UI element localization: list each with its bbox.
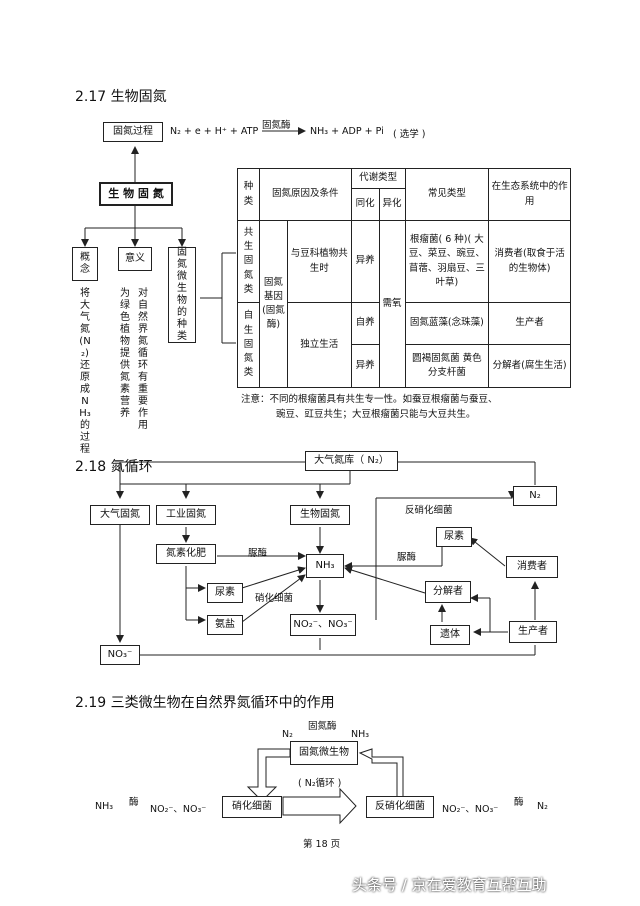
role-producer: 生产者	[488, 302, 571, 345]
section-title-2-19: 2.19 三类微生物在自然界氮循环中的作用	[75, 695, 335, 711]
watermark: 头条号 / 京在爱教育互帮互助	[352, 876, 547, 894]
header-dissimilation: 异化	[378, 188, 406, 221]
note-line-2: 豌豆、豇豆共生；大豆根瘤菌只能与大豆共生。	[276, 409, 476, 420]
nitrifying-label: 硝化细菌	[255, 593, 294, 604]
meaning-box: 意义	[118, 247, 152, 271]
enzyme-top-label: 固氮酶	[308, 721, 337, 732]
note-line-1: 注意：不同的根瘤菌具有共生专一性。如蚕豆根瘤菌与蚕豆、	[241, 394, 498, 405]
nh3-right-label: NH₃	[351, 729, 370, 740]
denitrifier-box: 反硝化细菌	[366, 796, 434, 818]
free-living-fixers: 自生固氮类	[237, 302, 260, 388]
urea-box-left: 尿素	[207, 583, 243, 603]
cycle-label: ( N₂循环 )	[298, 778, 342, 789]
section-title-2-18: 2.18 氮循环	[75, 459, 153, 475]
n2-box: N₂	[513, 486, 557, 506]
producer-box: 生产者	[509, 621, 557, 643]
microbe-types-label: 固氮微生物的种类	[177, 247, 187, 342]
nitrite-nitrate-box: NO₂⁻、NO₃⁻	[290, 614, 356, 636]
enzyme-right-label: 酶	[514, 797, 524, 808]
urease-label-1: 脲酶	[248, 548, 268, 559]
with-legume-condition: 与豆科植物共生时	[286, 220, 352, 303]
industrial-fixation-box: 工业固氮	[156, 505, 216, 525]
header-reason: 固氮原因及条件	[258, 168, 352, 221]
n2-left-label: N₂	[282, 729, 293, 740]
heterotroph-2: 异养	[350, 344, 380, 388]
equation-products: NH₃ + ADP + Pi	[310, 126, 384, 137]
azotobacter: 圆褐固氮菌 黄色分支杆菌	[404, 344, 490, 388]
cyanobacteria: 固氮蓝藻(念珠藻)	[404, 302, 490, 345]
header-assimilation: 同化	[350, 188, 380, 221]
nitrogen-fixer-box: 固氮微生物	[290, 741, 358, 765]
nh3-box: NH₃	[306, 554, 344, 578]
nitrite-nitrate-left: NO₂⁻、NO₃⁻	[150, 804, 207, 815]
ammonium-box: 氨盐	[207, 615, 243, 635]
biological-fixation-node: 生物固氮	[290, 505, 350, 525]
concept-description: 将大气氮(N₂)还原成NH₃的过程	[79, 288, 91, 455]
nh3-left-label: NH₃	[95, 801, 114, 812]
autotroph: 自养	[350, 302, 380, 345]
atmosphere-nitrogen-pool: 大气氮库（ N₂）	[305, 451, 398, 471]
independent-living: 独立生活	[286, 302, 352, 388]
nitrifier-box: 硝化细菌	[222, 796, 282, 818]
header-metabolism: 代谢类型	[350, 168, 406, 189]
concept-box-label: 概念	[80, 252, 90, 275]
section-title-2-17: 2.17 生物固氮	[75, 89, 167, 105]
rhizobia-types: 根瘤菌( 6 种)( 大豆、菜豆、豌豆、苜蓿、羽扇豆、三叶草)	[404, 220, 490, 303]
atmospheric-fixation-box: 大气固氮	[90, 505, 150, 525]
denitrifying-label: 反硝化细菌	[405, 505, 453, 516]
role-consumer: 消费者(取食于活的生物体)	[488, 220, 571, 303]
nitrogen-fertilizer-box: 氮素化肥	[156, 544, 216, 564]
enzyme-left-label: 酶	[129, 797, 139, 808]
equation-note: ( 选学 )	[393, 129, 426, 140]
role-decomposer: 分解者(腐生生活)	[488, 344, 571, 388]
nitrogen-fixer-table: 种类 固氮原因及条件 代谢类型 常见类型 在生态系统中的作用 同化 异化 共生固…	[237, 168, 571, 388]
urea-box-right: 尿素	[436, 527, 472, 547]
page-number: 第 18 页	[303, 839, 341, 850]
consumer-box: 消费者	[506, 556, 558, 578]
heterotroph-1: 异养	[350, 220, 380, 303]
meaning-description-2: 对自然界氮循环有重要作用	[138, 288, 148, 431]
header-role: 在生态系统中的作用	[488, 168, 571, 221]
header-common: 常见类型	[404, 168, 490, 221]
concept-box: 概念	[72, 247, 98, 281]
decomposer-box: 分解者	[425, 581, 471, 603]
nitrite-nitrate-right: NO₂⁻、NO₃⁻	[442, 804, 499, 815]
nitrogen-fixation-process-box: 固氮过程	[103, 122, 163, 142]
nitrate-box: NO₃⁻	[100, 645, 140, 665]
biological-fixation-box: 生 物 固 氮	[99, 182, 173, 206]
n2-right-label: N₂	[537, 801, 548, 812]
symbiotic-fixers: 共生固氮类	[237, 220, 260, 303]
microbe-types-box: 固氮微生物的种类	[168, 247, 196, 343]
equation-reactants: N₂ + e + H⁺ + ATP	[170, 126, 259, 137]
fixation-gene: 固氮基因(固氮酶)	[258, 220, 288, 388]
remains-box: 遗体	[430, 625, 470, 645]
equation-enzyme: 固氮酶	[262, 120, 291, 131]
urease-label-2: 脲酶	[397, 552, 417, 563]
meaning-description-1: 为绿色植物提供氮素营养	[120, 288, 130, 419]
aerobic: 需氧	[378, 220, 406, 388]
header-kind: 种类	[237, 168, 260, 221]
